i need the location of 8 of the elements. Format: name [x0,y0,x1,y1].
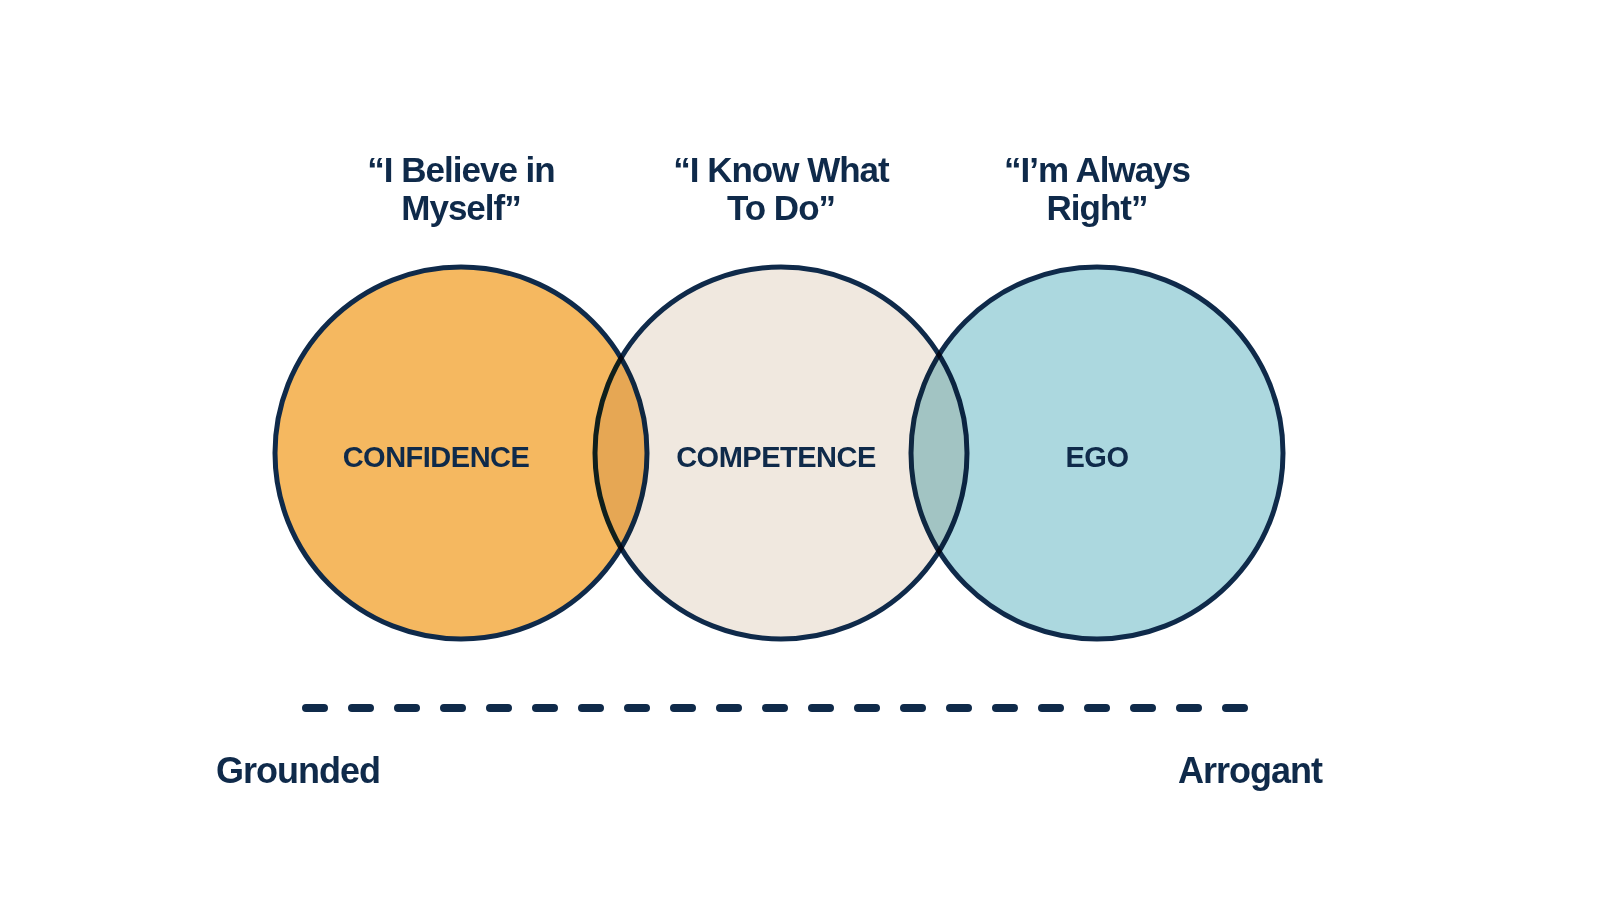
quote-heading: “I Know What To Do” [672,151,891,227]
circle-label: COMPETENCE [675,441,877,475]
scale-end-label: Arrogant [1178,750,1322,792]
quote-heading: “I’m Always Right” [1002,151,1192,227]
quote-heading: “I Believe in Myself” [366,151,556,227]
circle-label: CONFIDENCE [341,441,531,475]
circle-label: EGO [1064,441,1130,475]
scale-end-label: Grounded [216,750,380,792]
